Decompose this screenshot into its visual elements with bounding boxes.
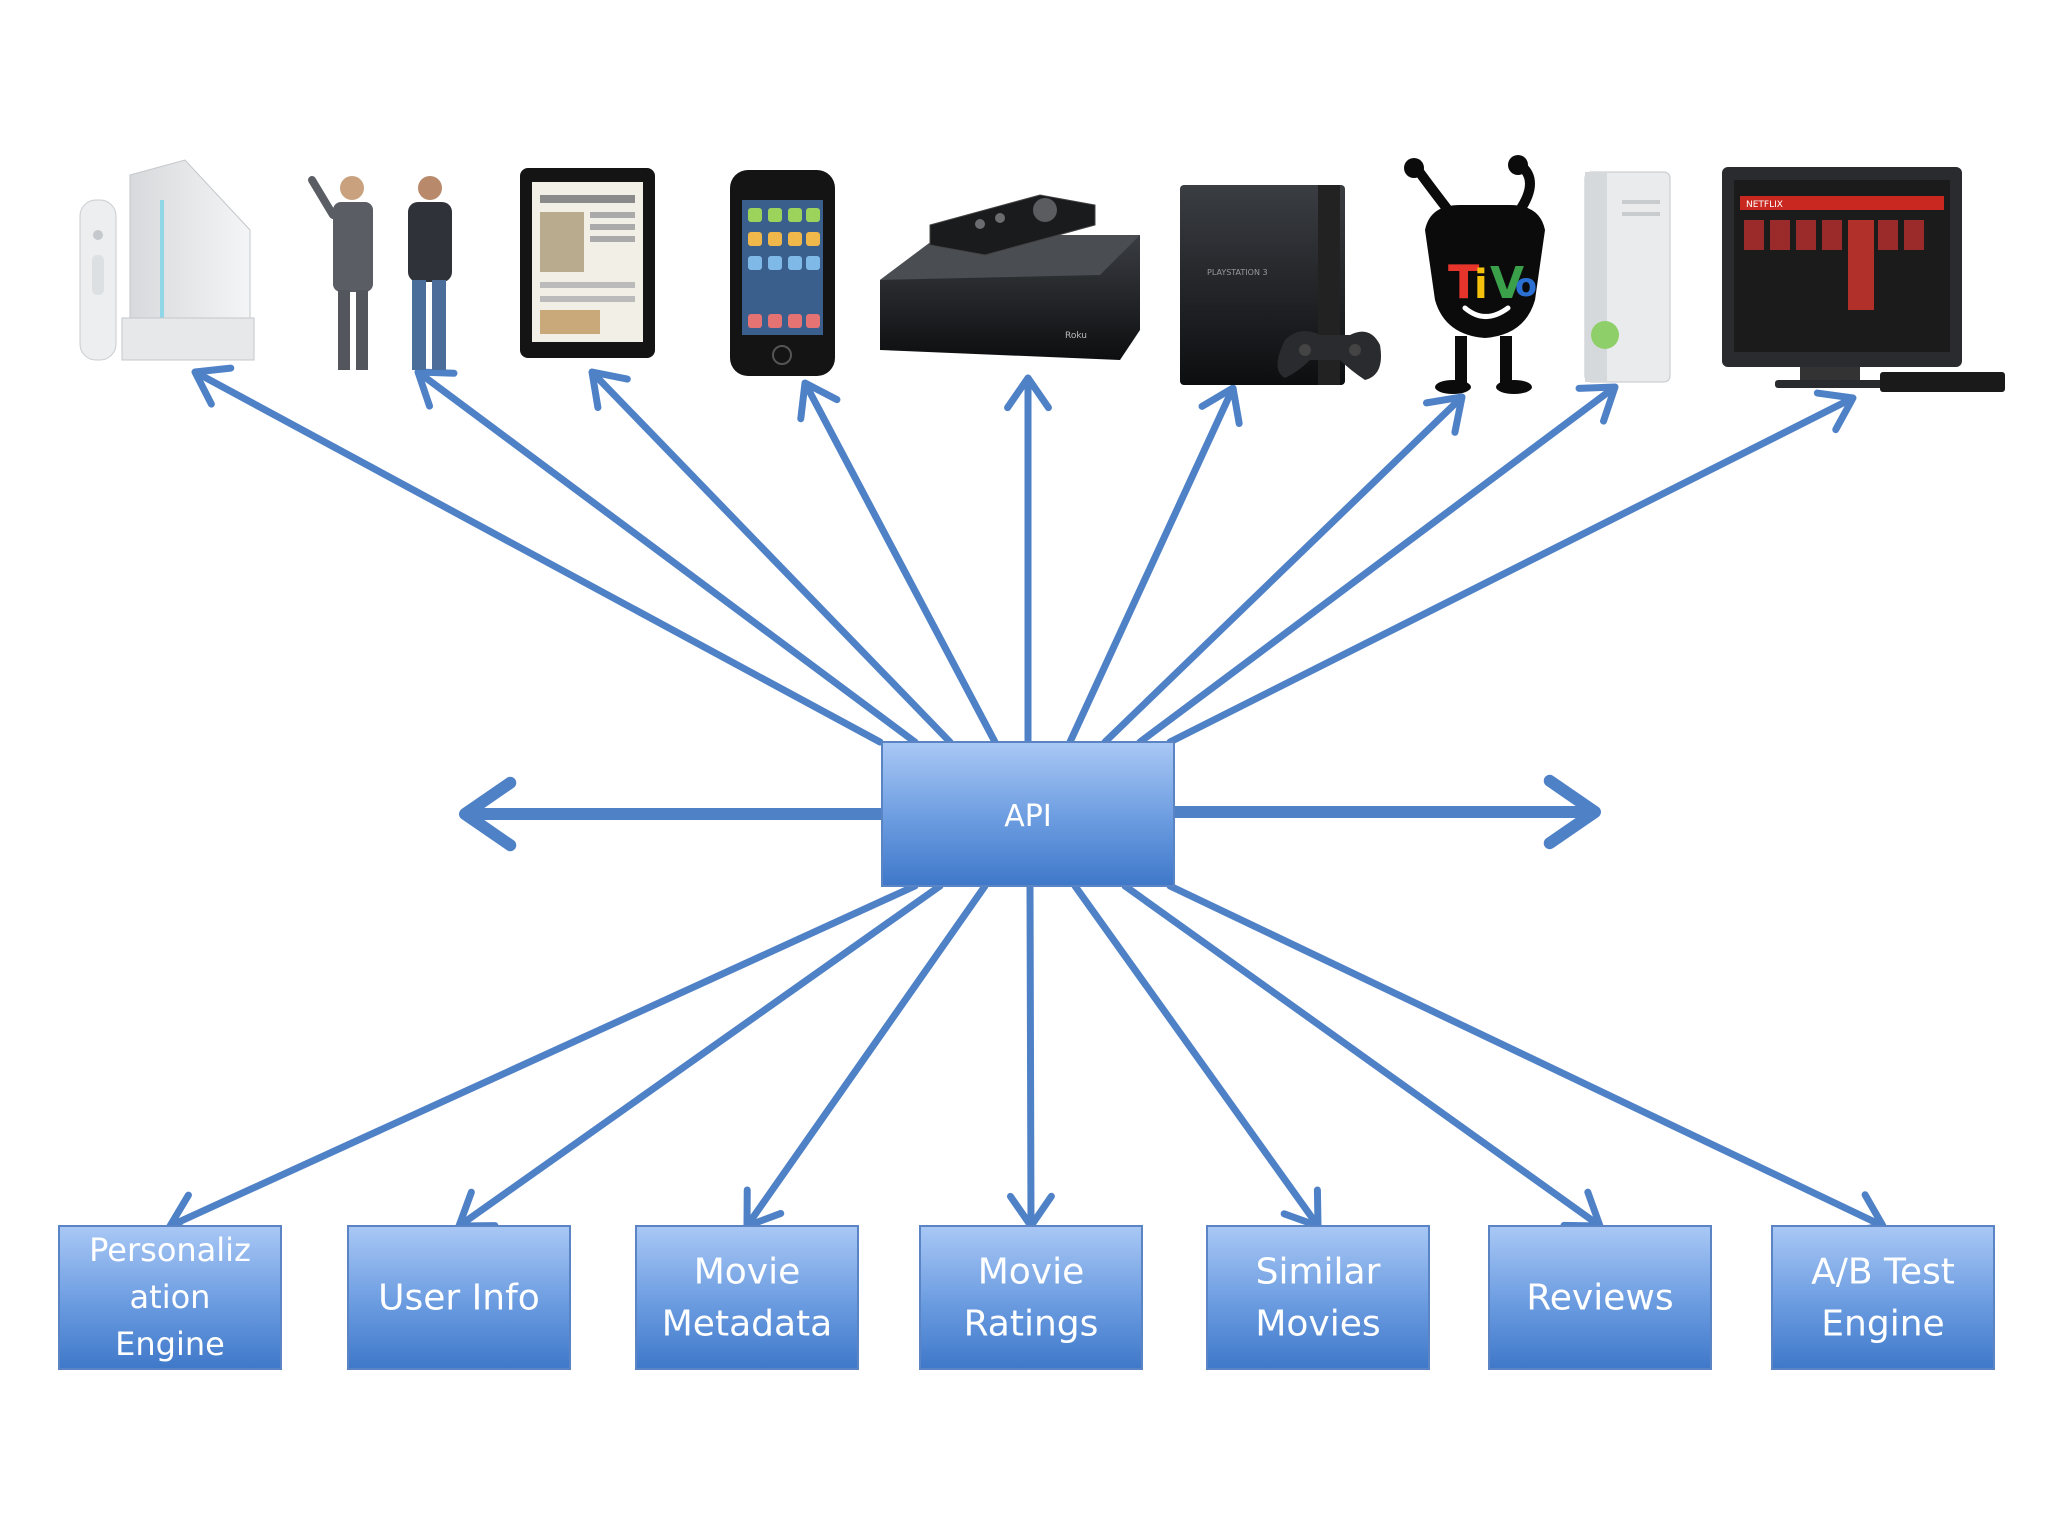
personalization-label-line: Engine <box>115 1325 225 1363</box>
connection-arrows <box>166 364 1887 1236</box>
svg-text:o: o <box>1515 266 1537 304</box>
movie-ratings-box <box>919 1225 1143 1370</box>
smartphone-icon <box>730 170 835 376</box>
svg-text:V: V <box>1490 258 1524 309</box>
arrow-to-ps3 <box>1066 384 1243 746</box>
arrow-to-movie-ratings <box>1006 882 1055 1230</box>
movie-ratings-label-line: Movie <box>978 1252 1085 1293</box>
arrow-to-iphone <box>797 379 999 746</box>
movie-metadata-label-line: Metadata <box>662 1304 832 1345</box>
user-info-label-line: User Info <box>378 1278 540 1319</box>
tivo-logo-icon: T i V o <box>1404 155 1545 394</box>
personalization-label-line: ation <box>130 1278 211 1316</box>
arrow-to-smart-tv <box>1166 389 1857 746</box>
movie-metadata-label-line: Movie <box>694 1252 801 1293</box>
arrow-left <box>459 776 888 852</box>
arrow-to-roku <box>1004 374 1052 746</box>
reviews-box <box>1488 1225 1712 1370</box>
svg-text:i: i <box>1474 262 1488 308</box>
api-hub: API <box>881 741 1175 887</box>
arrow-to-ab-test-engine <box>1166 882 1887 1236</box>
similar-movies-box <box>1206 1225 1430 1370</box>
personalization-box <box>58 1225 282 1370</box>
arrow-to-xbox <box>1136 383 1619 746</box>
tv-icon: NETFLIX <box>1722 167 2005 392</box>
arrow-right <box>1168 774 1601 850</box>
movie-metadata-box <box>635 1225 859 1370</box>
tablet-icon <box>520 168 655 358</box>
service-user-info: User Info <box>347 1225 571 1370</box>
svg-text:PLAYSTATION 3: PLAYSTATION 3 <box>1207 268 1268 277</box>
client-devices: Roku PLAYSTATION 3 T i V o <box>79 155 2005 394</box>
api-label: API <box>1004 799 1051 834</box>
api-box <box>881 741 1175 887</box>
user-info-box <box>347 1225 571 1370</box>
svg-text:T: T <box>1448 255 1480 309</box>
ab-test-engine-box <box>1771 1225 1995 1370</box>
arrow-to-tivo <box>1101 393 1466 746</box>
ab-test-engine-label-line: Engine <box>1821 1304 1944 1345</box>
set-top-box-icon: Roku <box>880 194 1140 360</box>
reviews-label-line: Reviews <box>1526 1278 1673 1319</box>
similar-movies-label-line: Movies <box>1255 1304 1380 1345</box>
ab-test-engine-label-line: A/B Test <box>1811 1252 1955 1293</box>
personalization-label-line: Personaliz <box>89 1231 251 1269</box>
xbox-console-icon <box>1584 171 1671 383</box>
similar-movies-label-line: Similar <box>1256 1252 1381 1293</box>
game-console-icon: PLAYSTATION 3 <box>1180 185 1381 385</box>
movie-ratings-label-line: Ratings <box>964 1304 1099 1345</box>
arrow-to-personalization <box>166 882 919 1236</box>
svg-text:Roku: Roku <box>1065 331 1087 341</box>
arrow-to-ipad <box>588 368 954 746</box>
service-reviews: Reviews <box>1488 1225 1712 1370</box>
people-icon <box>308 176 452 370</box>
svg-text:NETFLIX: NETFLIX <box>1746 200 1783 210</box>
arrow-to-wii <box>191 364 884 746</box>
wii-console-icon <box>79 159 255 361</box>
arrow-to-people <box>414 368 919 746</box>
